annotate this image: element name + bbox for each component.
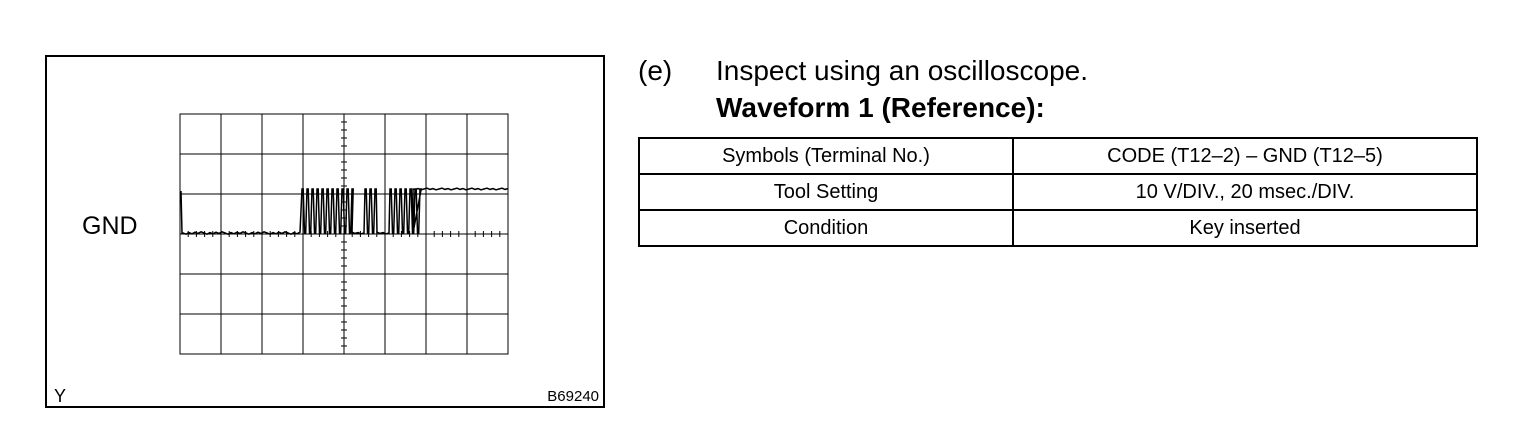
waveform-spec-table: Symbols (Terminal No.) CODE (T12–2) – GN…: [638, 137, 1478, 247]
row-value: 10 V/DIV., 20 msec./DIV.: [1012, 173, 1478, 211]
oscilloscope-screen: [179, 113, 509, 355]
ground-level-label: GND: [82, 212, 138, 240]
waveform-title: Waveform 1 (Reference):: [716, 92, 1045, 123]
figure-number: B69240: [547, 388, 599, 405]
row-value: CODE (T12–2) – GND (T12–5): [1012, 137, 1478, 175]
step-instruction: Inspect using an oscilloscope.: [716, 55, 1088, 86]
table-row: Condition Key inserted: [638, 209, 1478, 247]
row-label: Condition: [638, 209, 1014, 247]
table-row: Tool Setting 10 V/DIV., 20 msec./DIV.: [638, 173, 1478, 211]
oscilloscope-figure: GND Y B69240: [45, 55, 605, 408]
table-row: Symbols (Terminal No.) CODE (T12–2) – GN…: [638, 137, 1478, 175]
row-label: Symbols (Terminal No.): [638, 137, 1014, 175]
step-letter: (e): [638, 55, 673, 86]
row-label: Tool Setting: [638, 173, 1014, 211]
waveform-trace: [180, 187, 509, 236]
figure-corner-code: Y: [54, 386, 67, 406]
row-value: Key inserted: [1012, 209, 1478, 247]
